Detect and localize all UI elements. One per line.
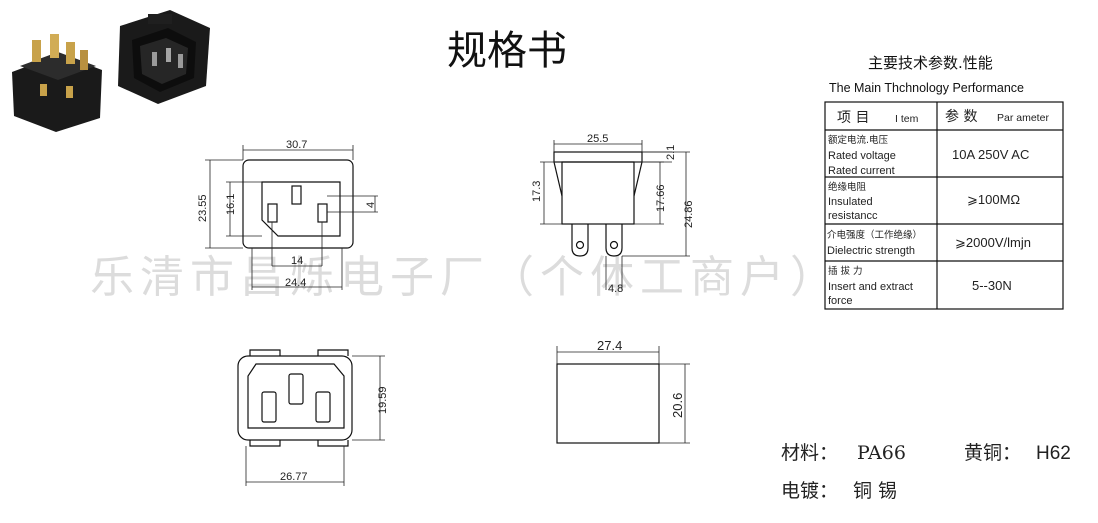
- front-pin-span-label: 14: [291, 255, 303, 267]
- row-3-value: ⩾2000V/lmjn: [955, 235, 1031, 250]
- row-4-label-cn: 插 拔 力: [828, 265, 863, 277]
- page-title: 规格书: [447, 28, 567, 74]
- front-pin-offset-label: 4: [365, 202, 377, 208]
- row-4-value: 5--30N: [972, 278, 1012, 293]
- material-notes: 材料： PA66 黄铜： H62 电镀： 铜 锡: [781, 442, 1071, 502]
- spec-table-title-en: The Main Thchnology Performance: [829, 81, 1024, 95]
- front-height-label: 23.55: [197, 194, 209, 222]
- product-photo-rear: [12, 34, 102, 132]
- row-3-label-en-1: Dielectric strength: [827, 245, 915, 257]
- side-body-height-label: 17.3: [531, 181, 543, 202]
- row-3-label-cn: 介电强度（工作绝缘）: [827, 229, 922, 241]
- spec-table: 主要技术参数.性能 The Main Thchnology Performanc…: [824, 54, 1064, 310]
- row-1-label-en-1: Rated voltage: [828, 150, 896, 162]
- side-depth-label: 17.66: [655, 184, 667, 212]
- row-2-label-cn: 绝缘电阻: [828, 181, 867, 193]
- header-param-en: Par ameter: [997, 112, 1049, 124]
- rear-height-label: 19.59: [377, 386, 389, 414]
- row-1-value: 10A 250V AC: [952, 147, 1029, 162]
- front-view: 30.7 23.55 16.1 4 14 24.4: [197, 139, 378, 290]
- plating-label: 电镀：: [781, 480, 838, 502]
- row-2-label-en-2: resistancc: [828, 210, 878, 222]
- material-label: 材料：: [781, 442, 838, 464]
- row-4-label-en-1: Insert and extract: [828, 281, 913, 293]
- row-1-label-en-2: Rated current: [828, 165, 895, 177]
- front-width-label: 30.7: [286, 139, 307, 151]
- spec-table-title-cn: 主要技术参数.性能: [868, 54, 993, 72]
- cutout-height-label: 20.6: [670, 393, 685, 418]
- product-photo: [0, 0, 215, 140]
- rear-view: 19.59 26.77: [237, 349, 389, 486]
- header-item-cn: 项 目: [837, 110, 869, 126]
- material-value: PA66: [857, 442, 906, 464]
- side-view: 25.5 2.1 17.3 17.66 24.86 4.8: [531, 133, 695, 295]
- header-item-en: I tem: [895, 113, 919, 125]
- brass-label: 黄铜：: [964, 442, 1021, 464]
- cutout-view: 27.4 20.6: [556, 338, 690, 444]
- plating-value: 铜 锡: [853, 480, 897, 502]
- product-photo-front: [118, 10, 210, 104]
- brass-value: H62: [1036, 443, 1071, 464]
- rear-width-label: 26.77: [280, 471, 308, 483]
- row-4-label-en-2: force: [828, 295, 852, 307]
- side-total-height-label: 24.86: [683, 200, 695, 228]
- side-width-label: 25.5: [587, 133, 608, 145]
- front-inner-height-label: 16.1: [225, 194, 237, 215]
- side-terminal-label: 4.8: [608, 283, 623, 295]
- row-2-value: ⩾100MΩ: [967, 192, 1020, 207]
- row-1-label-cn: 额定电流.电压: [828, 134, 889, 146]
- front-inner-width-label: 24.4: [285, 277, 306, 289]
- watermark-text: 乐清市昌烁电子厂（个体工商户）: [90, 252, 840, 303]
- cutout-width-label: 27.4: [597, 338, 622, 353]
- header-param-cn: 参 数: [945, 108, 977, 125]
- row-2-label-en-1: Insulated: [828, 196, 873, 208]
